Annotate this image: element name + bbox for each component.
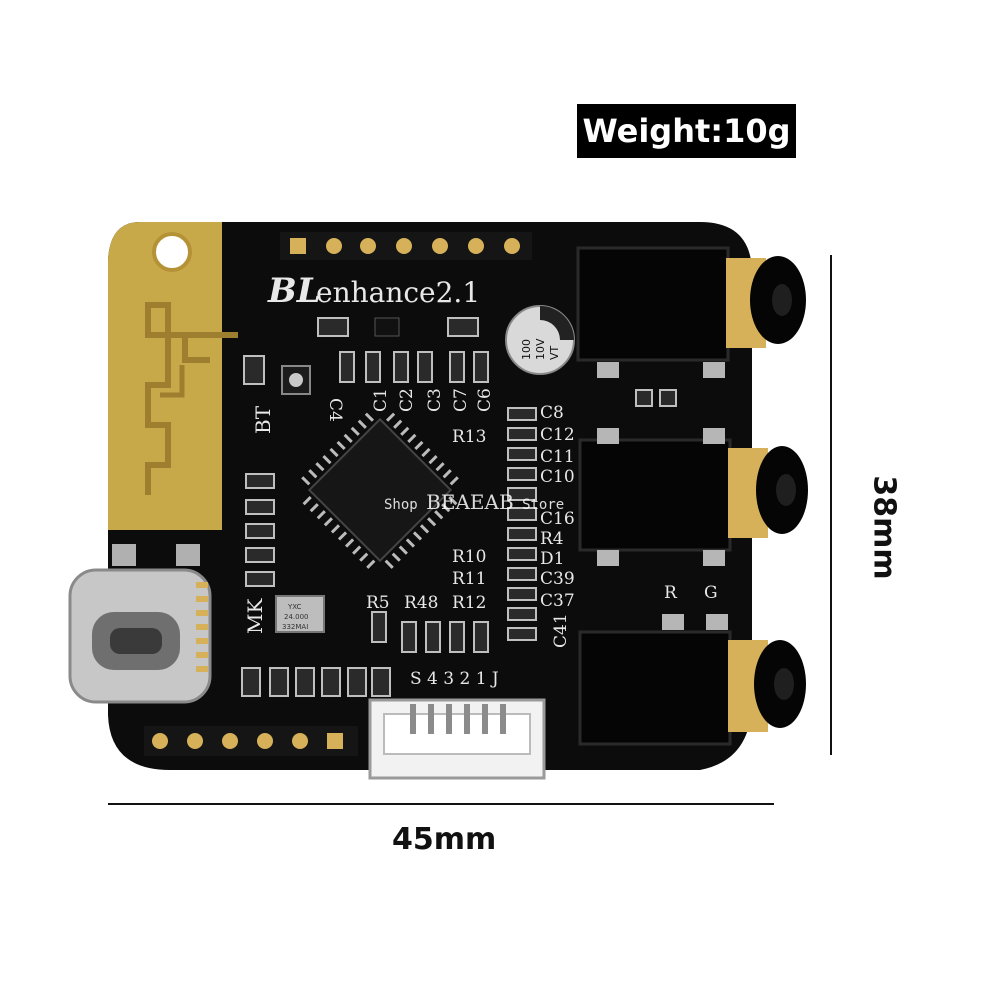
- audio-jack-top: [576, 246, 806, 378]
- silk-c41: C41: [551, 613, 571, 648]
- silk-c16: C16: [540, 509, 575, 529]
- board-title: enhance2.1: [316, 276, 480, 309]
- width-dimension-label: 45mm: [392, 822, 497, 857]
- height-dimension-line: [830, 255, 832, 755]
- silk-bt: BT: [251, 405, 275, 434]
- crystal-marking-frequency: 24.000: [284, 613, 309, 621]
- cap-marking-series: VT: [548, 345, 561, 360]
- watermark-right: Store: [522, 497, 565, 513]
- silk-header-labels: S 4 3 2 1 J: [410, 669, 499, 689]
- silk-c10: C10: [540, 467, 575, 487]
- silk-right-col: C8 C12 C11 C10 C16 R4 D1 C39 C37 C41: [540, 403, 575, 648]
- silk-c12: C12: [540, 425, 575, 445]
- silk-left-col: R13 R10 R11 R12: [452, 427, 486, 613]
- cap-marking: 100 10V VT: [520, 338, 561, 360]
- silk-r48: R48: [404, 593, 438, 613]
- crystal-marking: YXC 24.000 332MAI: [282, 603, 309, 631]
- width-dimension-line: [108, 803, 774, 805]
- silk-r11: R11: [452, 569, 486, 589]
- silk-c7: C7: [451, 388, 471, 412]
- silk-r5: R5: [366, 593, 390, 613]
- cap-marking-value: 100: [520, 339, 533, 360]
- height-dimension-label: 38mm: [866, 475, 902, 580]
- weight-label: Weight:10g: [577, 104, 796, 158]
- mount-hole: [152, 232, 192, 272]
- silk-c1: C1: [371, 388, 391, 412]
- silk-caps-top: C4 C1 C2 C3 C7 C6: [325, 388, 495, 422]
- silk-c4: C4: [325, 398, 345, 422]
- crystal: [275, 595, 325, 633]
- watermark-brand: BEAEAB: [426, 490, 514, 514]
- silk-c39: C39: [540, 569, 575, 589]
- silk-r10: R10: [452, 547, 486, 567]
- cap-marking-voltage: 10V: [534, 338, 547, 360]
- silk-c6: C6: [475, 388, 495, 412]
- silk-c37: C37: [540, 591, 575, 611]
- audio-jack-bottom: [578, 614, 806, 746]
- silk-r12: R12: [452, 593, 486, 613]
- main-chip: [301, 412, 459, 569]
- silk-c11: C11: [540, 447, 575, 467]
- silk-c3: C3: [425, 388, 445, 412]
- usb-c-port: [68, 544, 212, 704]
- silk-r13: R13: [452, 427, 486, 447]
- silk-c2: C2: [397, 388, 417, 412]
- crystal-marking-brand: YXC: [287, 603, 302, 611]
- audio-jack-middle: [578, 428, 808, 566]
- silk-r4: R4: [540, 529, 564, 549]
- silk-mk: MK: [243, 598, 267, 634]
- watermark: Shop BEAEAB Store: [384, 490, 564, 514]
- antenna-trace: [145, 302, 238, 495]
- bottom-header: [144, 726, 358, 756]
- watermark-left: Shop: [384, 497, 418, 513]
- crystal-marking-code: 332MAI: [282, 623, 308, 631]
- silk-jack-g: G: [704, 583, 718, 603]
- jst-connector: [368, 698, 546, 780]
- logo-bl: BL: [267, 271, 321, 311]
- silk-jack-r: R: [664, 583, 678, 603]
- silk-d1: D1: [540, 549, 564, 569]
- silk-c8: C8: [540, 403, 564, 423]
